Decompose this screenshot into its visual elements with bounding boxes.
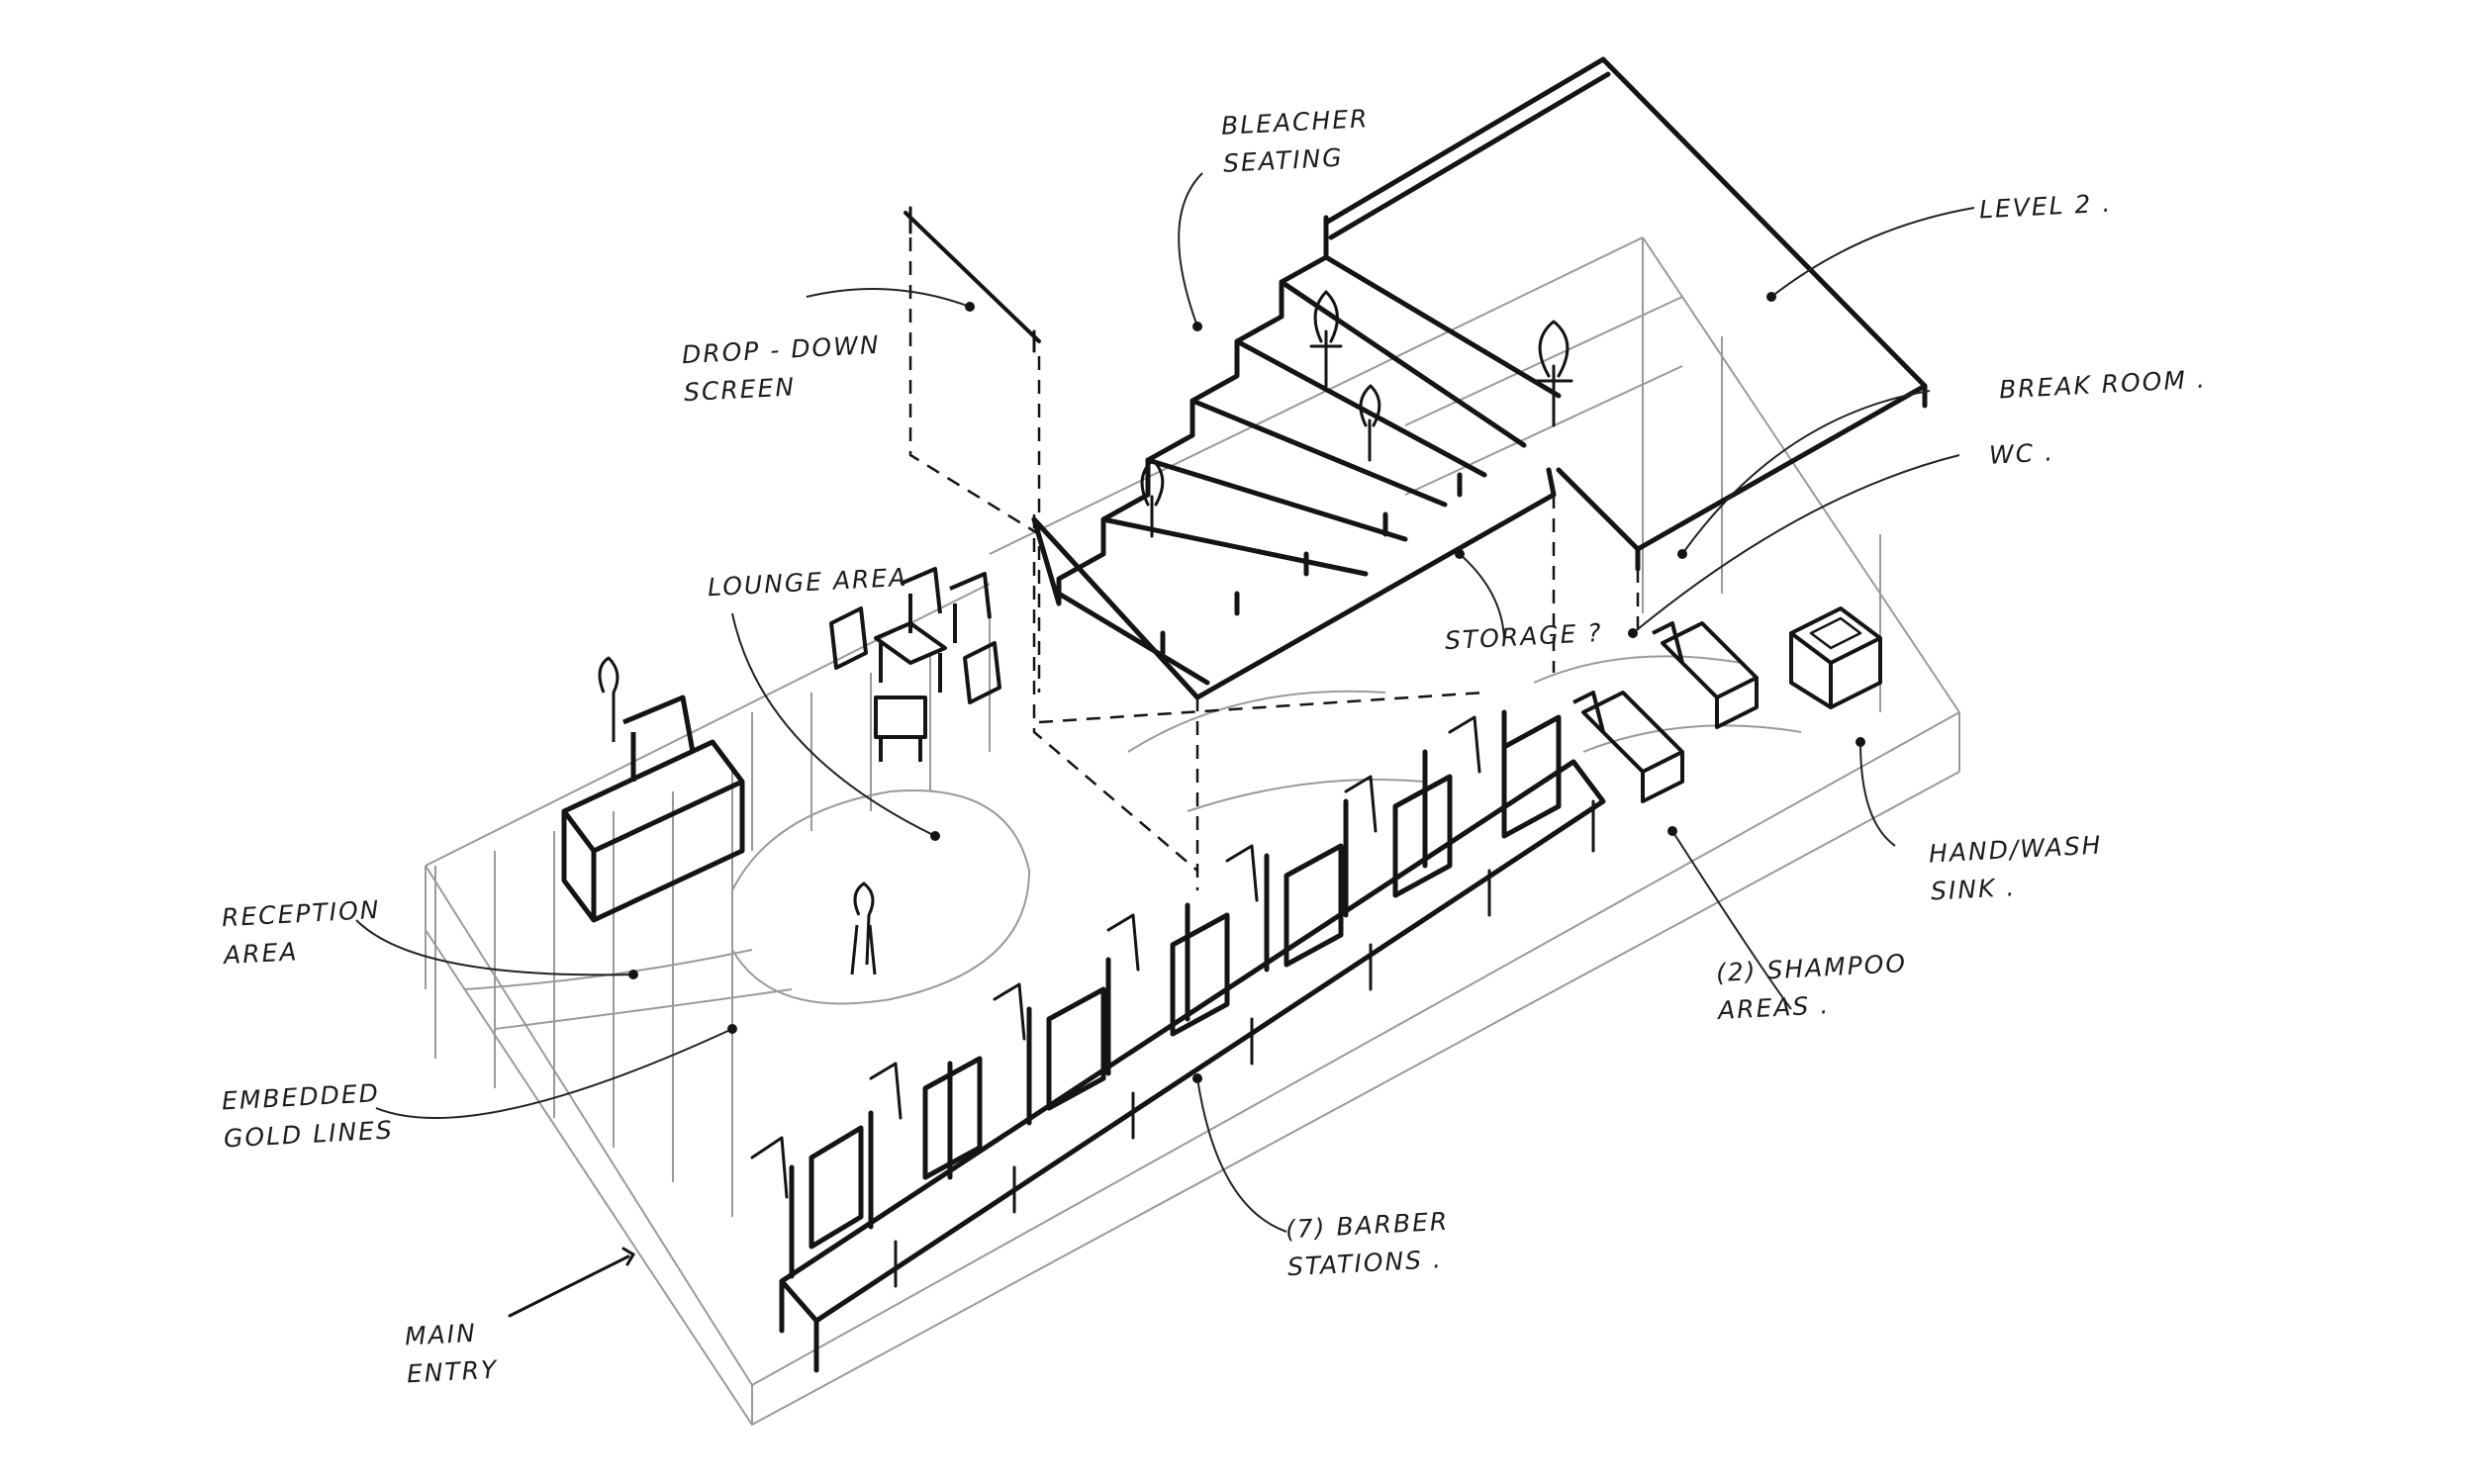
label-drop-down-screen: DROP - DOWN SCREEN: [681, 326, 883, 412]
label-line: SEATING: [1222, 142, 1345, 178]
pencil-construction-lines: [425, 236, 1960, 1427]
label-line: BLEACHER: [1220, 104, 1371, 140]
main-entry-arrow: [508, 1247, 636, 1318]
label-wc: WC .: [1988, 433, 2055, 474]
label-hand-wash-sink: HAND/WASH SINK .: [1928, 826, 2105, 910]
shampoo-areas: [1572, 621, 1759, 803]
drop-down-screen: [904, 206, 1041, 353]
label-line: WC .: [1988, 437, 2055, 470]
label-level-2: LEVEL 2 .: [1978, 185, 2113, 230]
reception-desk: [561, 656, 745, 923]
leader-lines: [355, 172, 1975, 1233]
label-line: MAIN: [404, 1318, 478, 1351]
hand-wash-sink: [1789, 606, 1882, 709]
level-2-slab: [1323, 56, 1928, 572]
bleacher-seating: [1031, 215, 1573, 700]
label-bleacher-seating: BLEACHER SEATING: [1220, 100, 1372, 183]
label-main-entry: MAIN ENTRY: [404, 1314, 499, 1394]
label-reception-area: RECEPTION AREA: [221, 891, 383, 974]
leader-dots: [628, 292, 1865, 1083]
label-shampoo-areas: (2) SHAMPOO AREAS .: [1715, 945, 1910, 1030]
label-barber-stations: (7) BARBER STATIONS .: [1285, 1203, 1452, 1287]
label-line: ENTRY: [406, 1354, 500, 1389]
label-embedded-gold-lines: EMBEDDED GOLD LINES: [221, 1074, 395, 1159]
label-line: LEVEL 2 .: [1978, 188, 2113, 225]
barber-stations: [750, 709, 1606, 1373]
lounge-furniture: [829, 567, 1001, 762]
dashed-projection-lines: [908, 237, 1640, 890]
standing-figure: [850, 881, 877, 975]
